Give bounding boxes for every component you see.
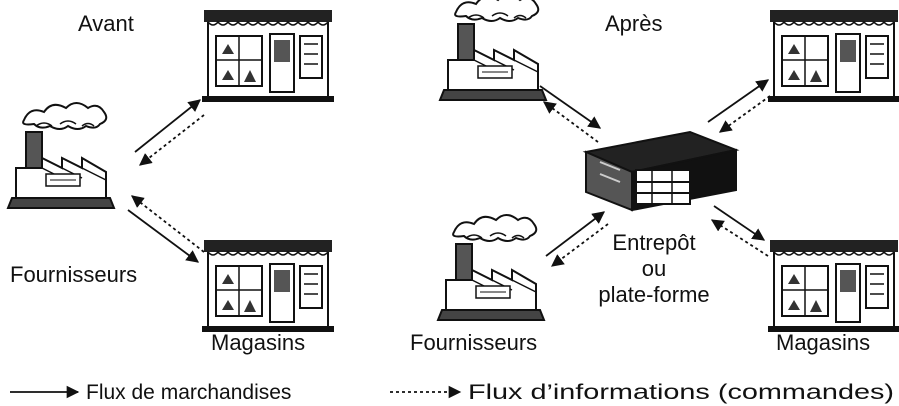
before-title: Avant <box>78 11 134 36</box>
supplier-factory-icon <box>439 0 547 101</box>
store-icon <box>201 9 335 103</box>
goods-flow-arrow <box>545 211 606 257</box>
store-icon <box>767 239 899 333</box>
info-flow-arrow <box>718 95 771 133</box>
info-flow-arrow <box>131 195 205 253</box>
after-title: Après <box>605 11 662 36</box>
goods-flow-arrow <box>707 79 770 123</box>
legend-info-label: Flux d’informations (commandes) <box>468 381 894 404</box>
warehouse-label-line: ou <box>642 256 666 281</box>
legend-goods-label: Flux de marchandises <box>86 381 291 404</box>
goods-flow-arrow <box>539 85 602 129</box>
stores-label: Magasins <box>211 330 305 355</box>
store-icon <box>767 9 899 103</box>
supplier-label: Fournisseurs <box>10 262 137 287</box>
goods-flow-arrow <box>713 205 766 241</box>
info-flow-arrow <box>542 101 599 143</box>
supplier-factory-icon <box>7 102 115 209</box>
warehouse-label-line: Entrepôt <box>612 230 695 255</box>
store-icon <box>201 239 335 333</box>
goods-flow-arrow <box>134 99 201 153</box>
legend: Flux de marchandises Flux d’informations… <box>10 381 894 404</box>
stores-label: Magasins <box>776 330 870 355</box>
warehouse-label-line: plate-forme <box>598 282 709 307</box>
warehouse-icon <box>582 130 740 212</box>
info-flow-arrow <box>139 114 205 166</box>
info-flow-arrow <box>710 219 769 257</box>
supplier-label: Fournisseurs <box>410 330 537 355</box>
goods-flow-arrow <box>127 209 200 263</box>
supplier-factory-icon <box>437 214 545 321</box>
